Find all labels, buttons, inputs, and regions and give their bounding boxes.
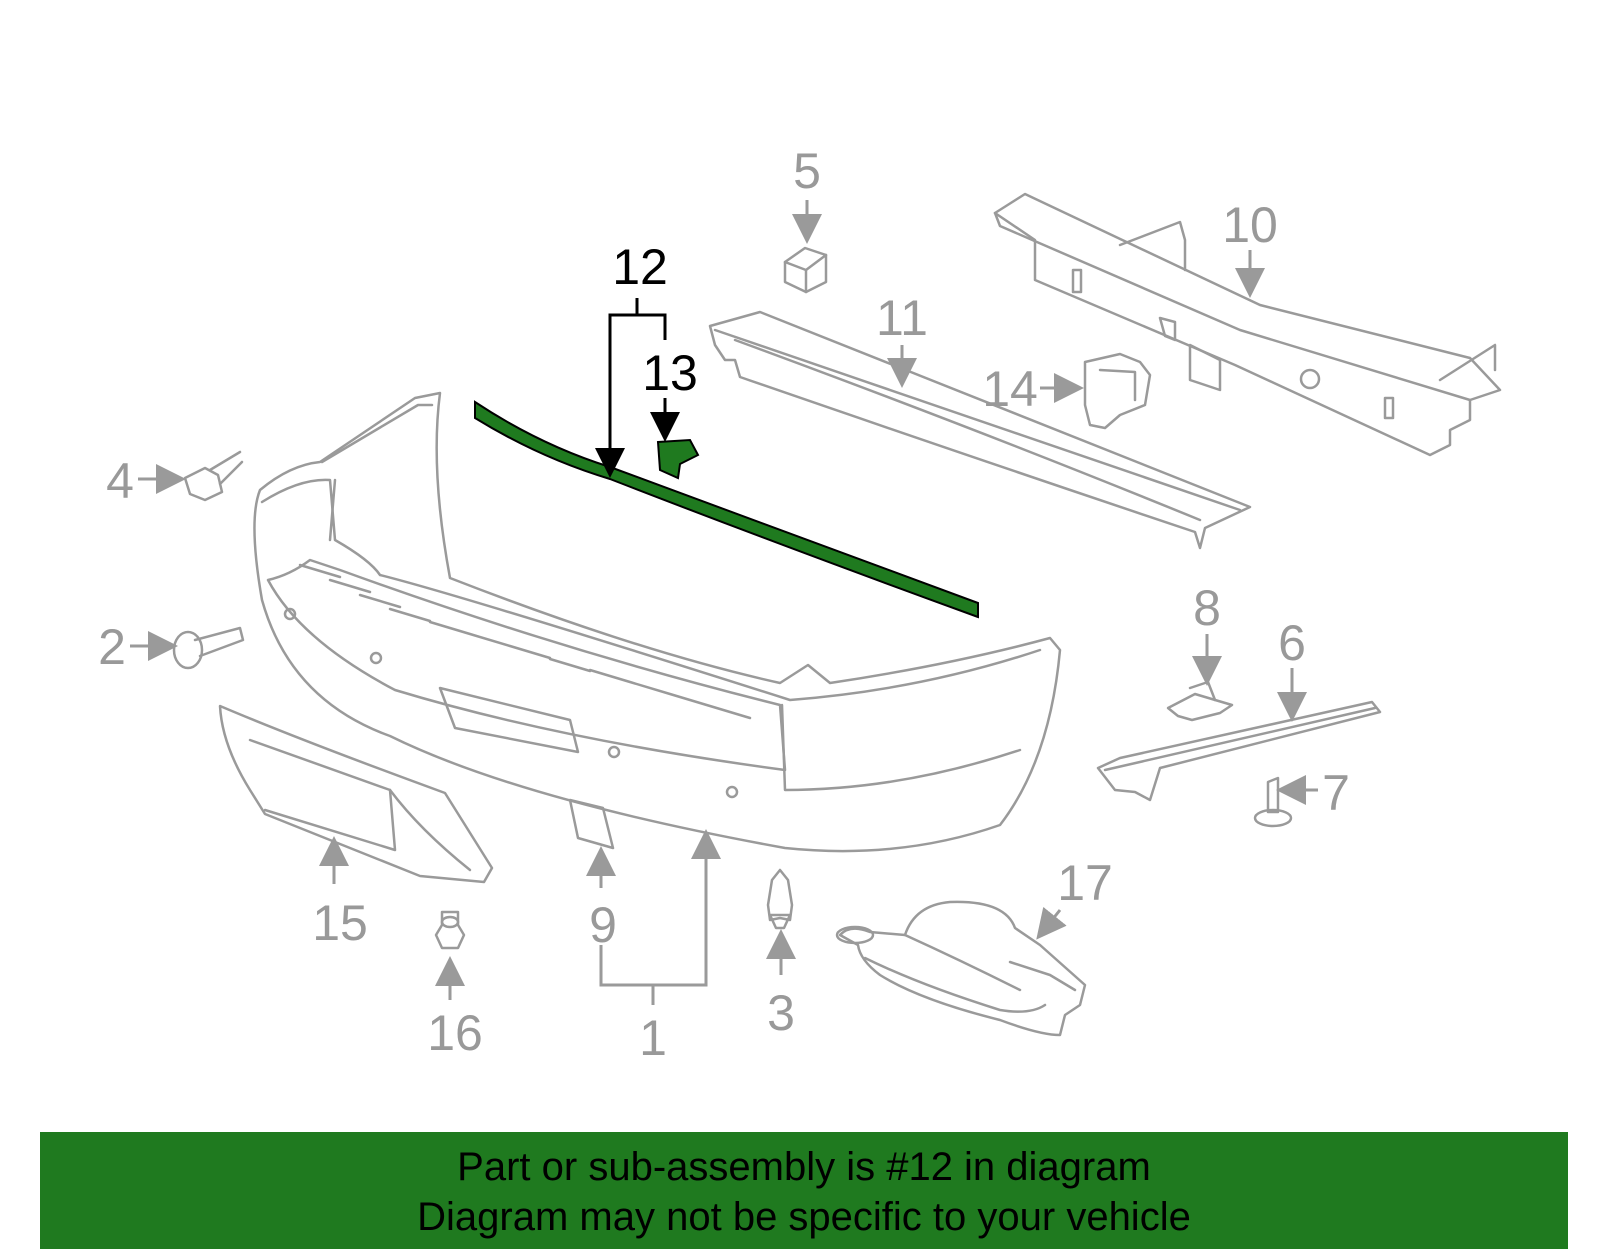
callout-1: 1 [639,1010,667,1066]
callout-12: 12 [612,239,668,295]
banner-line-1: Part or sub-assembly is #12 in diagram [457,1145,1151,1189]
part-10-impact-bar[interactable] [993,192,1502,457]
callout-4: 4 [106,453,134,509]
callout-5: 5 [793,143,821,199]
banner-line-2: Diagram may not be specific to your vehi… [417,1195,1191,1239]
part-14-bracket[interactable] [1083,352,1152,430]
part-15-valance[interactable] [218,704,494,884]
part-11-energy-absorber[interactable] [708,310,1252,550]
callout-3: 3 [767,985,795,1041]
part-6-rail[interactable] [1096,700,1382,802]
callout-13: 13 [642,345,698,401]
leader-lines [130,200,1318,1005]
part-3-push-pin[interactable] [766,868,794,930]
callout-14: 14 [982,361,1038,417]
part-1-bumper-fascia[interactable] [253,391,1062,853]
callout-labels: 5 10 11 14 4 2 8 6 7 15 9 3 16 17 1 12 1… [98,143,1350,1066]
callout-8: 8 [1193,580,1221,636]
callout-15: 15 [312,895,368,951]
part-7-screw[interactable] [1253,776,1293,828]
info-banner: Part or sub-assembly is #12 in diagram D… [40,1132,1568,1249]
part-8-clip[interactable] [1166,680,1234,722]
callout-10: 10 [1222,197,1278,253]
part-16-stud[interactable] [434,910,466,950]
part-4-bolt[interactable] [183,450,244,502]
callout-17: 17 [1057,855,1113,911]
callout-6: 6 [1278,615,1306,671]
callout-7: 7 [1322,765,1350,821]
part-2-pin[interactable] [172,626,245,670]
part-13-clip-highlighted[interactable] [656,438,700,480]
part-17-exhaust-tip[interactable] [835,900,1087,1037]
callout-2: 2 [98,619,126,675]
part-5-clip[interactable] [783,246,828,294]
callout-11: 11 [876,290,928,346]
callout-16: 16 [427,1005,483,1061]
callout-9: 9 [589,897,617,953]
